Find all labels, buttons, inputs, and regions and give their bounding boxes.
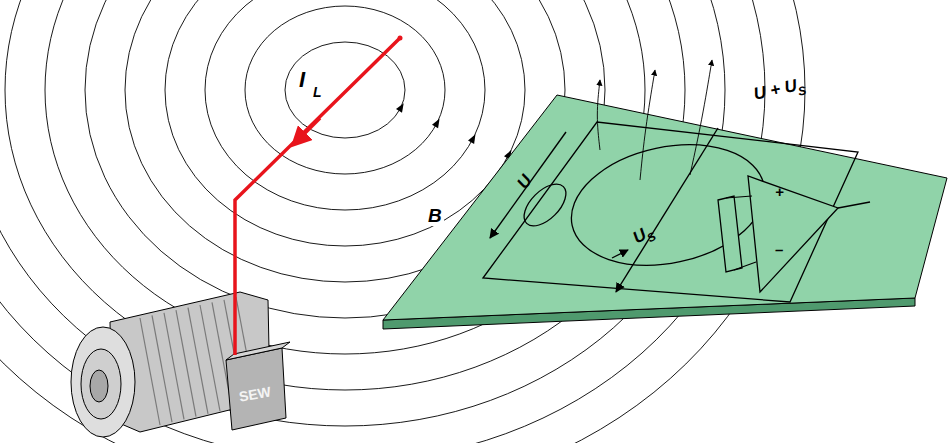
pcb-board	[383, 95, 947, 320]
field-lines-through-board	[597, 60, 712, 180]
wire	[726, 196, 752, 198]
input-sign: –	[775, 242, 783, 257]
opamp-output	[838, 202, 870, 208]
fin	[176, 310, 196, 416]
fin	[164, 313, 184, 420]
current-arrow	[298, 118, 320, 140]
motor-flange	[71, 327, 135, 437]
field-line	[640, 70, 655, 180]
subscript: S	[797, 84, 807, 97]
terminal-box	[226, 348, 286, 430]
motor-bearing	[81, 349, 121, 419]
voltage-label: U + U	[752, 77, 799, 103]
wire	[734, 262, 756, 270]
voltage-arrow	[490, 132, 566, 238]
large-loop	[560, 128, 776, 282]
fin	[140, 318, 160, 425]
current-wire	[235, 38, 400, 355]
field-line	[597, 80, 600, 150]
input-sign: +	[775, 184, 784, 199]
loop-arrow	[612, 250, 628, 258]
fin	[188, 308, 208, 414]
field-arrowhead	[396, 103, 404, 113]
voltage-label: U	[514, 172, 535, 192]
field-line	[205, 0, 485, 210]
motor-shaft	[90, 370, 108, 402]
opamp-symbol	[748, 176, 838, 292]
field-arrowhead	[468, 134, 475, 144]
brand-label: SEW	[238, 384, 272, 403]
current-symbol: I	[297, 68, 307, 92]
subscript: S	[645, 230, 658, 244]
wire-end	[398, 36, 403, 41]
circuit-loop	[483, 122, 858, 302]
voltage-arrow	[616, 128, 718, 292]
field-line	[690, 60, 712, 175]
resistor-symbol	[718, 196, 742, 272]
motor	[71, 292, 290, 437]
subscript: L	[311, 84, 324, 100]
fin	[200, 305, 220, 411]
field-arrowhead	[432, 119, 440, 129]
field-symbol: B	[426, 205, 444, 226]
fin	[152, 315, 172, 422]
